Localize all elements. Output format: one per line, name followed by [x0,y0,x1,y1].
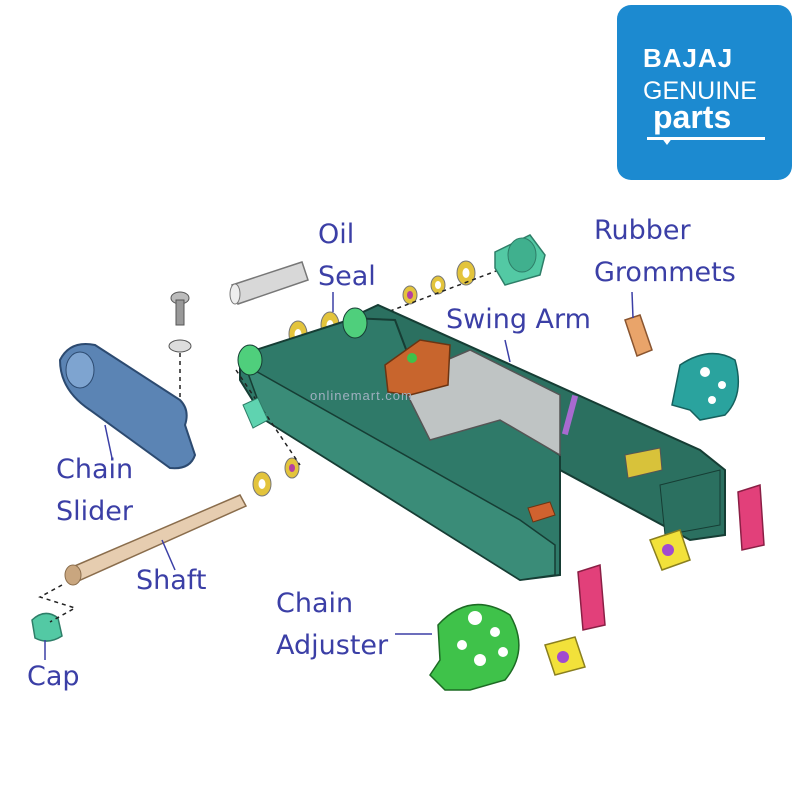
rubber-grommet-part [624,291,653,357]
pivot-pin [229,261,309,305]
bajaj-genuine-parts-logo: BAJAJ GENUINE parts [617,5,792,180]
slider-screw [168,291,192,400]
pivot-bracket [384,339,451,396]
logo-arrow-icon [661,137,673,145]
cap-part [31,584,77,660]
spacer-sleeve [242,397,269,429]
adjuster-blocks [544,529,691,676]
adjuster-nut [527,501,556,523]
chain-slider-part [58,343,197,470]
logo-brand-text: BAJAJ [643,43,734,73]
chain-adjuster-right [671,352,740,421]
chain-adjuster-part [429,603,520,691]
watermark-text: onlinemart.com [310,388,413,403]
label-cap: Cap [27,661,80,692]
shaft-part [64,369,301,586]
logo-genuine-text: GENUINE [643,77,757,105]
label-shaft: Shaft [136,565,207,596]
pink-blocks [577,483,765,631]
logo-parts-text: parts [653,99,732,135]
pivot-end-cap [494,234,546,286]
label-swing-arm: Swing Arm [446,304,591,335]
logo-underline [647,137,765,140]
